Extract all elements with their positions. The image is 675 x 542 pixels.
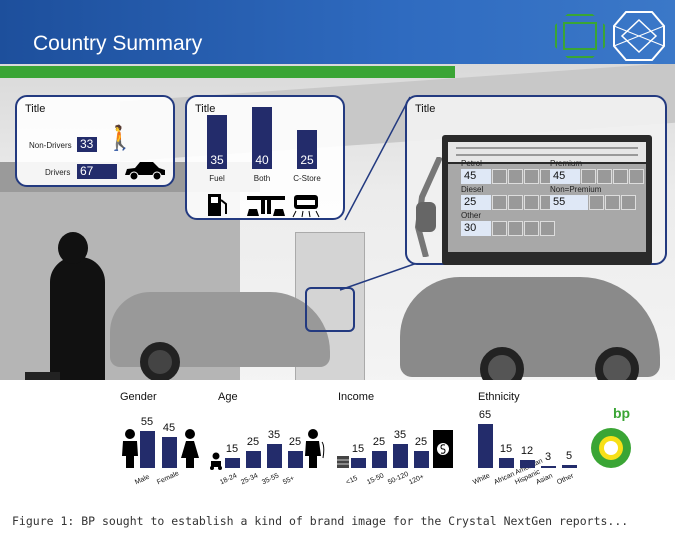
chart-title: Gender <box>120 391 157 403</box>
diamond-gem-icon <box>613 11 665 61</box>
bar-value: 35 <box>393 429 407 442</box>
drivers-value: 67 <box>77 164 117 179</box>
bar-value: 25 <box>246 436 260 448</box>
purchase-bar: 25 <box>297 130 317 169</box>
fuel-field-label: Petrol <box>461 159 482 168</box>
pump-highlight <box>305 287 355 332</box>
bar-value: 45 <box>162 422 176 435</box>
bar-value: 5 <box>565 449 573 462</box>
chart-bar <box>288 451 303 468</box>
coins-icon <box>337 456 349 468</box>
bp-logo <box>591 428 631 468</box>
purchase-bar: 35 <box>207 114 227 169</box>
wheel <box>140 342 180 382</box>
bar-value: 15 <box>499 442 513 455</box>
bp-logo-text: bp <box>613 405 631 421</box>
bar-value: 3 <box>544 450 552 463</box>
bar-value: 15 <box>225 442 239 455</box>
fuel-field-value: 30 <box>461 221 491 236</box>
chart-bar <box>225 457 240 468</box>
panel-title: Title <box>25 103 46 115</box>
fuel-nozzle-icon <box>414 157 443 257</box>
chart-bar <box>393 444 408 468</box>
chart-bar <box>372 451 387 468</box>
bar-label: Fuel <box>209 174 225 183</box>
chart-bar <box>562 464 577 468</box>
bar-value: 65 <box>478 408 492 421</box>
baby-icon <box>210 452 222 470</box>
bar-value: 15 <box>351 442 365 455</box>
bar-label: Both <box>253 174 271 183</box>
purchase-bar: 40 <box>252 107 272 169</box>
chart-bar <box>140 430 155 468</box>
non-drivers-label: Non-Drivers <box>29 141 72 150</box>
chart-bar <box>267 444 282 468</box>
chart-bar <box>499 457 514 468</box>
panel-title: Title <box>415 103 436 115</box>
fuel-field: 45 <box>461 169 555 184</box>
fuel-field: 25 <box>461 195 555 210</box>
elderly-icon <box>305 429 325 468</box>
fuel-field: 55 <box>550 195 636 210</box>
fuel-field-label: Premium <box>550 159 583 168</box>
drivers-panel: Title Non-Drivers 33 Drivers 67 🚶 <box>15 95 175 187</box>
bar-label: C-Store <box>293 174 321 183</box>
bar-value: 12 <box>520 444 534 457</box>
bar-value: 25 <box>288 436 302 448</box>
bar-value: 25 <box>414 436 428 448</box>
bar-value: 40 <box>255 153 269 167</box>
chart-title: Income <box>338 391 375 403</box>
emerald-gem-icon <box>555 14 605 58</box>
fuel-field-label: Non=Premium <box>550 185 602 194</box>
pedestrian-icon: 🚶 <box>105 125 135 152</box>
panel-title: Title <box>195 103 216 115</box>
non-drivers-value: 33 <box>77 137 97 152</box>
chart-bar <box>351 457 366 468</box>
header-bar <box>0 0 675 64</box>
chart-bar <box>541 465 556 468</box>
chart-bar <box>246 451 261 468</box>
page-title: Country Summary <box>33 32 203 55</box>
fuel-field: 30 <box>461 221 555 236</box>
bar-value: 25 <box>300 153 314 167</box>
callout-lines <box>339 96 421 291</box>
car-icon <box>125 162 165 181</box>
convenience-store-icon <box>292 195 320 218</box>
male-icon <box>122 429 138 468</box>
fuel-field-value: 45 <box>461 169 491 184</box>
person-head <box>58 232 88 264</box>
figure-caption: Figure 1: BP sought to establish a kind … <box>12 514 629 528</box>
money-icon <box>433 430 453 468</box>
bar-value: 35 <box>267 429 281 442</box>
bar-value: 35 <box>210 153 224 167</box>
bar-value: 55 <box>140 415 154 428</box>
chart-bar <box>478 423 493 468</box>
display-header <box>448 142 646 162</box>
fuel-field-label: Other <box>461 211 482 220</box>
purchase-panel: Title 35 Fuel 40 Both 25 C-Store <box>185 95 345 220</box>
fuel-pump-icon <box>208 194 227 216</box>
fuel-field-value: 45 <box>550 169 580 184</box>
person-silhouette <box>50 257 105 392</box>
drivers-label: Drivers <box>45 168 71 177</box>
chart-title: Ethnicity <box>478 391 520 403</box>
chart-bar <box>162 437 177 468</box>
female-icon <box>181 429 199 468</box>
bar-value: 25 <box>372 436 386 448</box>
fuel-field-value: 25 <box>461 195 491 210</box>
chart-title: Age <box>218 391 238 403</box>
fuel-field-value: 55 <box>550 195 588 210</box>
chart-bar <box>414 451 429 468</box>
green-stripe <box>0 66 455 78</box>
chart-bar <box>520 459 535 468</box>
fuel-field: 45 <box>550 169 644 184</box>
gas-station-icon <box>247 196 285 216</box>
fuel-field-label: Diesel <box>461 185 484 194</box>
